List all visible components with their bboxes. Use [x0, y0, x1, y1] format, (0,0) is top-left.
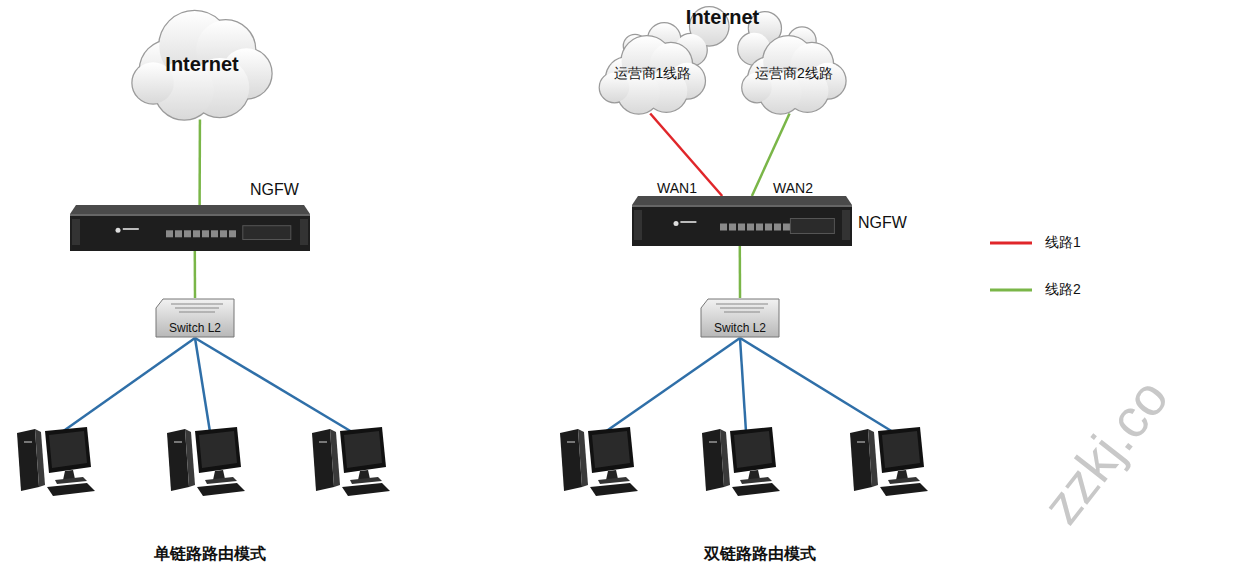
- internet-cloud-group: Internet 运营商1线路 运营商2线路: [590, 4, 855, 120]
- legend-label: 线路2: [1045, 281, 1081, 299]
- pc-icon: [850, 427, 928, 496]
- pc-icons: [17, 427, 928, 496]
- watermark: zzkj.co: [1030, 367, 1180, 535]
- legend-line: [990, 242, 1032, 245]
- switch-box: Switch L2: [155, 298, 235, 338]
- internet-cloud: Internet: [128, 5, 276, 123]
- internet-cloud: 运营商1线路: [595, 32, 710, 116]
- device-label: NGFW: [250, 181, 299, 199]
- node-label: Internet: [165, 53, 238, 76]
- pc-icon: [702, 427, 780, 496]
- legend-label: 线路1: [1045, 234, 1081, 252]
- link-line: [194, 251, 197, 298]
- link-line: [650, 113, 722, 196]
- pc-icon: [167, 427, 245, 496]
- pc-icon: [560, 427, 638, 496]
- node-label: Switch L2: [714, 321, 766, 335]
- node-label: Internet: [686, 6, 759, 29]
- pc-icon: [312, 427, 390, 496]
- link-line: [739, 246, 742, 298]
- caption-label: 双链路路由模式: [704, 544, 816, 565]
- node-outline: [70, 205, 310, 251]
- port-label: WAN2: [771, 180, 815, 196]
- switch-box: Switch L2: [700, 298, 780, 338]
- node-label: Switch L2: [169, 321, 221, 335]
- firewall-device: NGFW: [632, 196, 852, 246]
- port-label: WAN1: [655, 180, 699, 196]
- node-outline: [632, 196, 852, 246]
- node-label: 运营商2线路: [755, 65, 833, 83]
- lan-wires: [62, 338, 893, 432]
- firewall-device: NGFW: [70, 205, 310, 251]
- link-line: [198, 119, 201, 205]
- pc-icon: [17, 427, 95, 496]
- internet-cloud: 运营商2线路: [738, 32, 850, 116]
- legend-line: [990, 289, 1032, 292]
- device-label: NGFW: [858, 214, 907, 232]
- node-label: 运营商1线路: [614, 65, 692, 83]
- caption-label: 单链路路由模式: [154, 544, 266, 565]
